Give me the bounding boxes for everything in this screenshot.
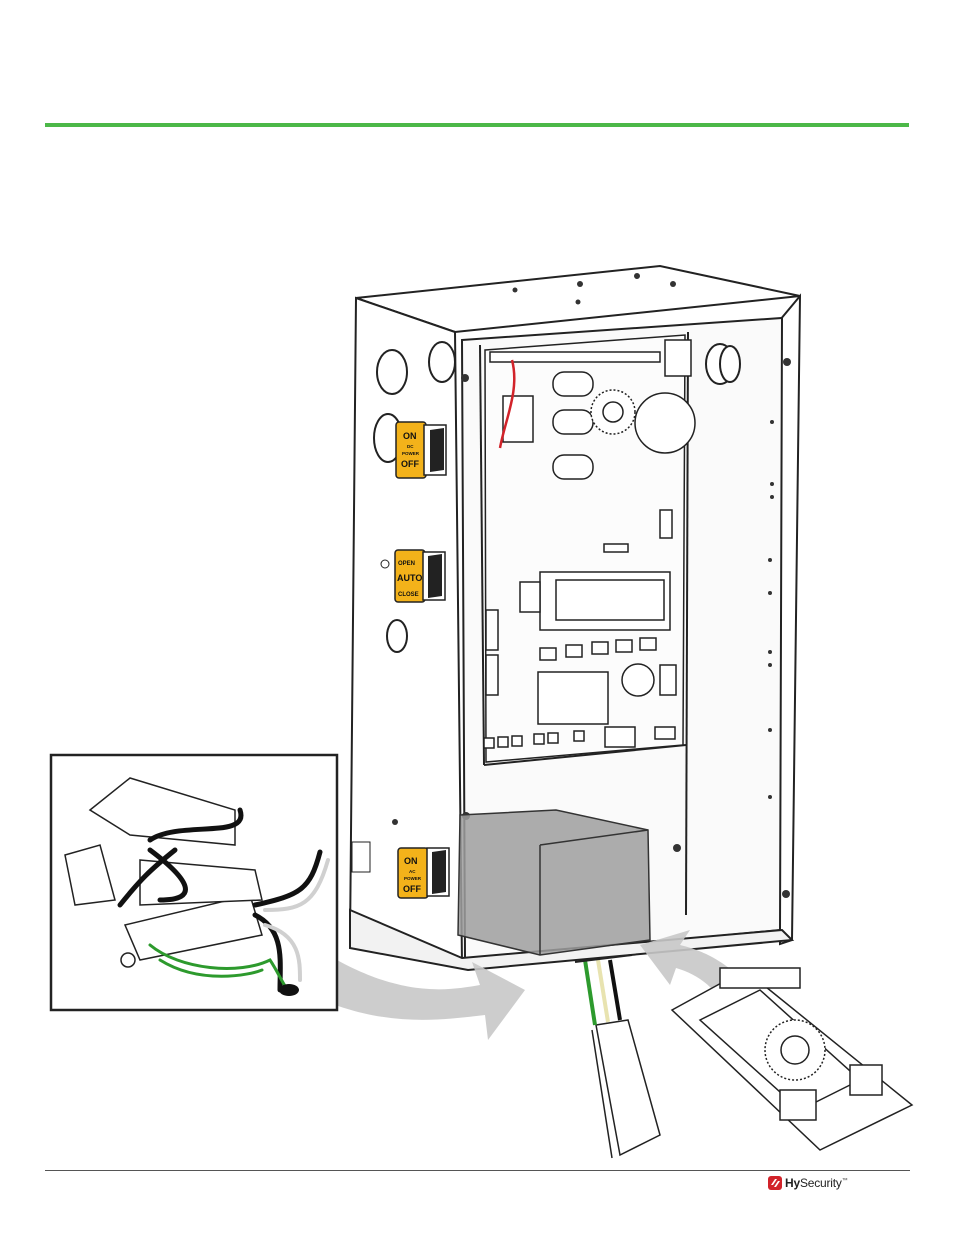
hysecurity-logo: HySecurity™ (768, 1176, 848, 1190)
logo-brand-prefix: Hy (785, 1176, 800, 1190)
logo-brand-suffix: Security (800, 1176, 842, 1190)
circuit-board (484, 335, 695, 762)
footer-rule (45, 1170, 910, 1171)
wiring-detail-inset (51, 755, 337, 1010)
emi-filter-board (672, 968, 912, 1150)
logo-wordmark: HySecurity™ (785, 1176, 848, 1190)
transformer (458, 810, 650, 955)
dc-switch-on-label: ON (403, 431, 417, 441)
ac-switch-on-label: ON (404, 856, 418, 866)
power-cord (575, 955, 660, 1158)
mode-switch-close-label: CLOSE (398, 592, 419, 598)
ac-switch-line2-label: POWER (404, 876, 422, 881)
mode-switch-open-label: OPEN (398, 561, 415, 567)
dc-switch-line1-label: DC (407, 444, 414, 449)
ac-switch-line1-label: AC (409, 869, 416, 874)
dc-switch-line2-label: POWER (402, 451, 420, 456)
hysecurity-logo-icon (768, 1176, 782, 1190)
ac-switch-off-label: OFF (403, 884, 421, 894)
dc-switch-off-label: OFF (401, 459, 419, 469)
logo-trademark: ™ (842, 1178, 848, 1184)
mode-switch-auto-label: AUTO (397, 573, 422, 583)
